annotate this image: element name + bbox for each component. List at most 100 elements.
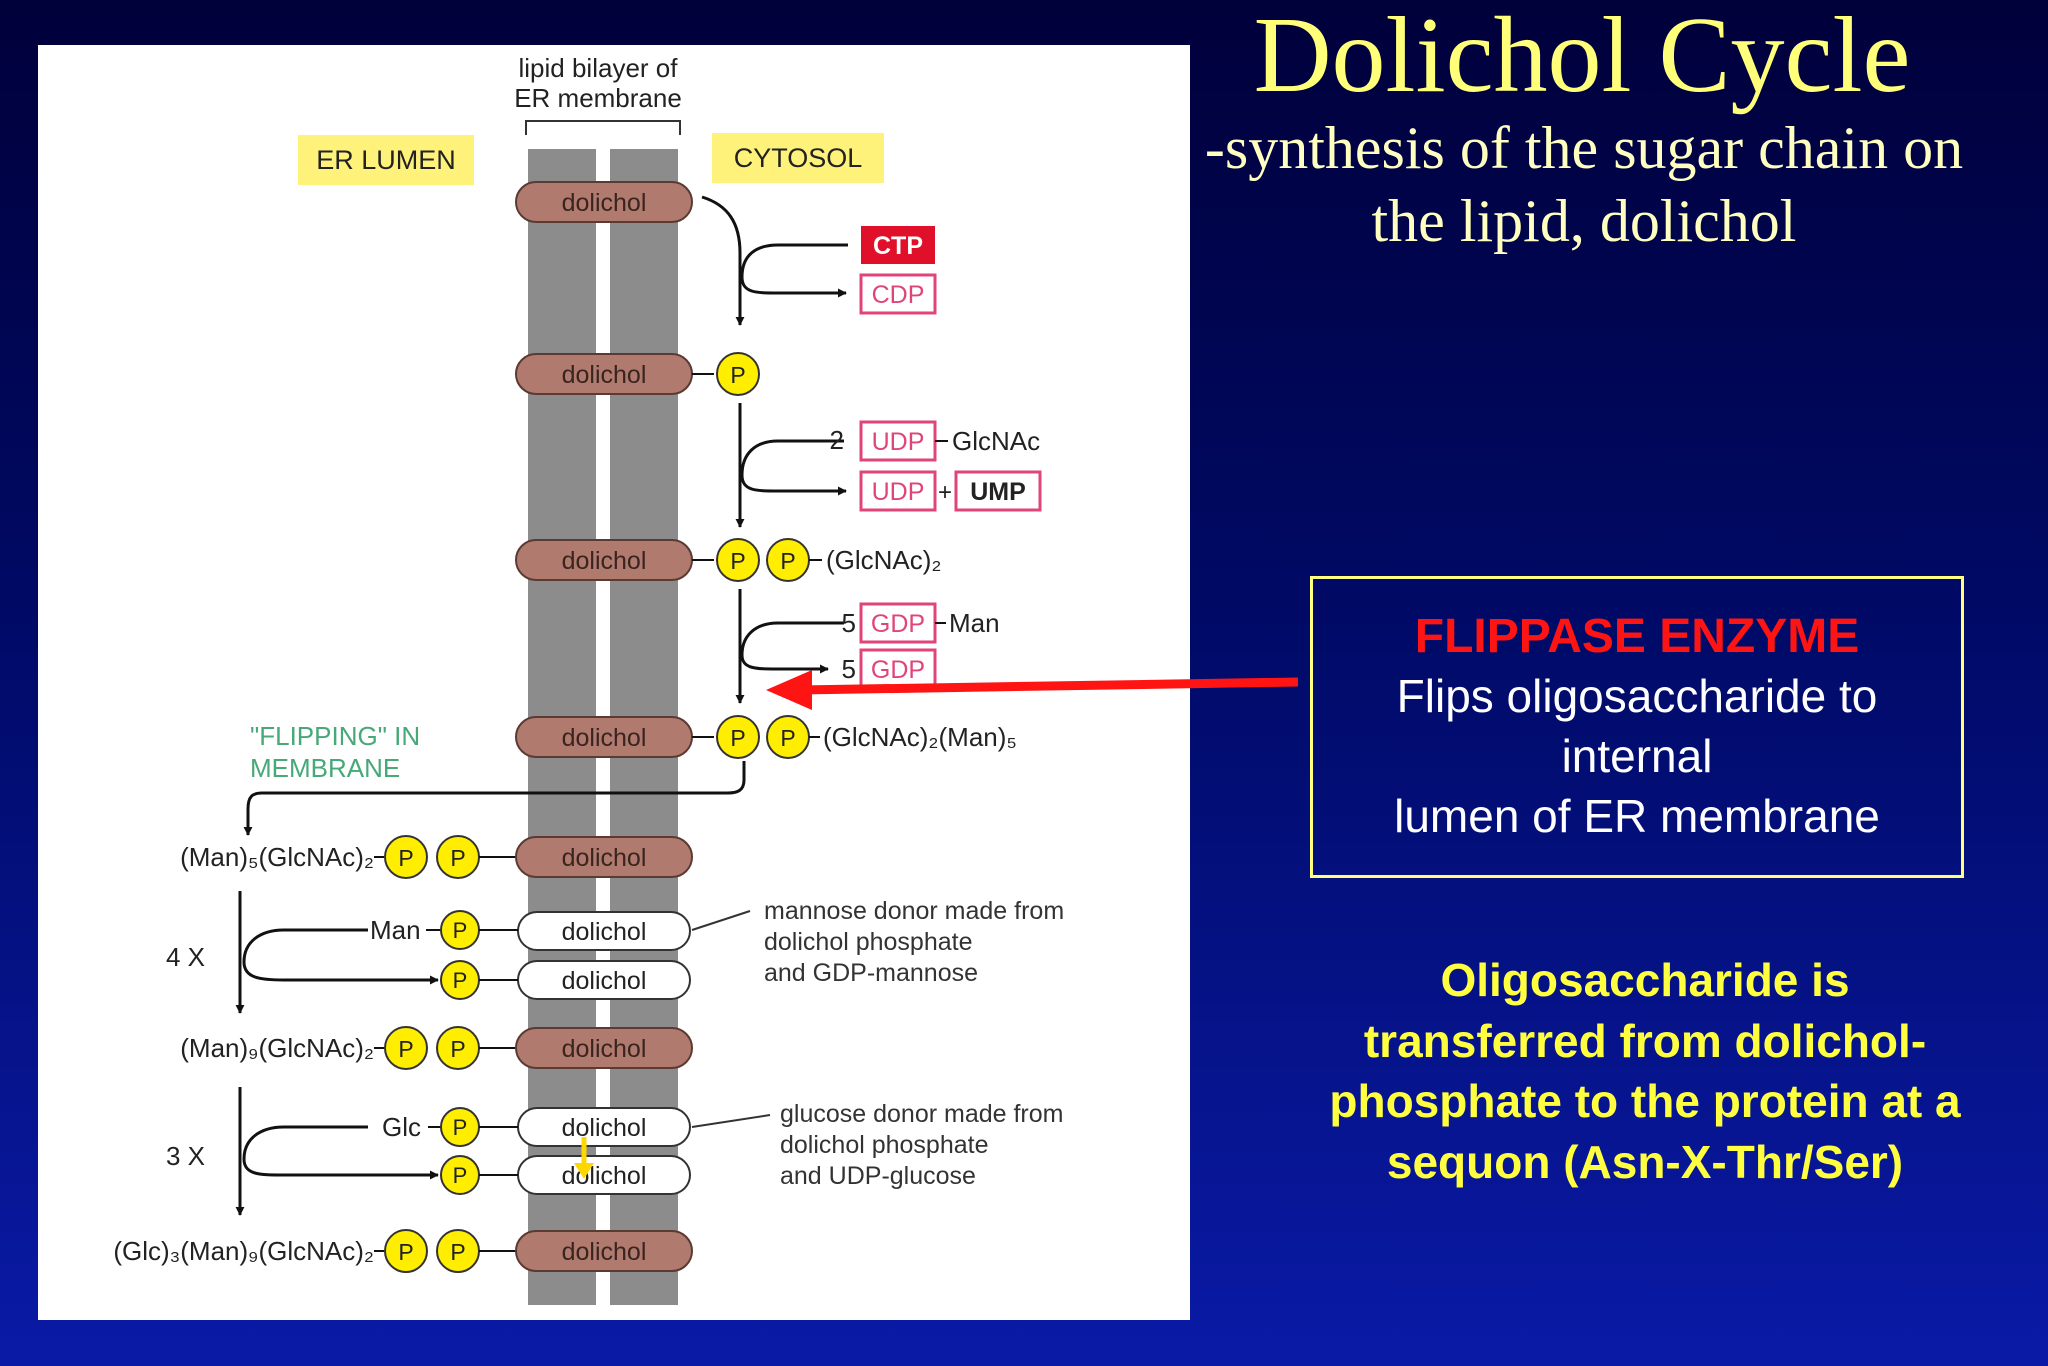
reaction-arrow-branch	[740, 439, 847, 496]
ctp-label: CTP	[873, 232, 923, 260]
phosphate-circle	[716, 538, 760, 582]
coefficient: 5	[842, 654, 856, 684]
product-label: (GlcNAc)₂(Man)₅	[823, 722, 1017, 752]
membrane-label: ER membrane	[514, 83, 682, 113]
man-label: Man	[370, 915, 421, 945]
oligosaccharide-note: Oligosaccharide is transferred from doli…	[1270, 950, 2020, 1193]
phosphate-label: P	[450, 1036, 465, 1062]
lumen-product-label: (Man)₉(GlcNAc)₂	[180, 1033, 374, 1063]
dolichol-label: dolichol	[562, 724, 647, 752]
membrane-label: lipid bilayer of	[519, 53, 679, 83]
annotation-leader	[691, 1114, 771, 1128]
cdp-label: CDP	[872, 281, 925, 309]
subtitle-line: the lipid, dolichol	[1371, 188, 1797, 255]
phosphate-label: P	[453, 1115, 468, 1140]
er-lumen-label-bg	[298, 135, 474, 185]
phosphate-label: P	[450, 1239, 465, 1265]
coefficient: 2	[830, 425, 844, 455]
flippase-line: lumen of ER membrane	[1394, 790, 1880, 843]
lumen-product-label: (Man)₅(GlcNAc)₂	[180, 842, 374, 872]
phosphate-circle	[384, 835, 428, 879]
glucose-note: and UDP-glucose	[780, 1162, 976, 1190]
reaction-arrow-main	[701, 195, 745, 326]
oligo-line: transferred from dolichol-	[1363, 1014, 1927, 1067]
phosphate-label: P	[453, 1163, 468, 1188]
phosphate-label: P	[450, 845, 465, 871]
cdp-box	[859, 273, 937, 315]
dolichol-label: dolichol	[562, 1162, 647, 1190]
dolichol-cycle-diagram: lipid bilayer of ER membrane ER LUMEN CY…	[113, 53, 1064, 1305]
slide-subtitle: -synthesis of the sugar chain on the lip…	[1170, 112, 1998, 258]
membrane-bracket	[525, 120, 681, 135]
phosphate-label: P	[398, 1239, 413, 1265]
phosphate-label: P	[398, 1036, 413, 1062]
dolichol-label: dolichol	[562, 547, 647, 575]
phosphate-label: P	[780, 548, 795, 574]
phosphate-label: P	[398, 845, 413, 871]
dolichol-label: dolichol	[562, 1238, 647, 1266]
reaction-arrow-branch	[740, 621, 844, 674]
flippase-arrow-shaft	[799, 677, 1299, 695]
flippase-line: Flips oligosaccharide to	[1396, 669, 1878, 722]
phosphate-label: P	[730, 362, 745, 388]
phosphate-circle	[716, 352, 760, 396]
gdp-label: GDP	[871, 610, 925, 638]
flippase-callout: FLIPPASE ENZYME Flips oligosaccharide to…	[1310, 576, 1964, 878]
udp-label: UDP	[872, 428, 925, 456]
dolichol-label: dolichol	[562, 1114, 647, 1142]
dolichol-label: dolichol	[562, 1035, 647, 1063]
cytosol-label: CYTOSOL	[734, 143, 863, 173]
slide-title: Dolichol Cycle	[1253, 0, 1911, 115]
dolichol-pill	[515, 181, 693, 223]
phosphate-label: P	[780, 725, 795, 751]
oligo-line: phosphate to the protein at a	[1329, 1075, 1961, 1128]
dolichol-pill	[515, 1230, 693, 1272]
phosphate-circle	[384, 1026, 428, 1070]
dolichol-label: dolichol	[562, 918, 647, 946]
mannose-note: and GDP-mannose	[764, 959, 978, 987]
subtitle-line: -synthesis of the sugar chain on	[1204, 115, 1964, 181]
flippase-line: internal	[1561, 729, 1713, 782]
flipping-arrow	[243, 761, 746, 836]
phosphate-circle	[716, 715, 760, 759]
plus-sign: +	[938, 479, 952, 506]
repeat-label: 4 X	[166, 942, 205, 972]
dolichol-label: dolichol	[562, 361, 647, 389]
udp-box	[859, 470, 937, 512]
gdp-box	[859, 648, 937, 690]
ump-box	[954, 470, 1042, 512]
phosphate-label: P	[730, 725, 745, 751]
phosphate-label: P	[453, 968, 468, 993]
product-label: (GlcNAc)₂	[826, 545, 942, 575]
phosphate-circle	[384, 1229, 428, 1273]
mannose-note: dolichol phosphate	[764, 928, 973, 956]
flipping-label: MEMBRANE	[250, 753, 400, 783]
gdp-label: GDP	[871, 656, 925, 684]
glucose-note: dolichol phosphate	[780, 1131, 989, 1159]
er-lumen-label: ER LUMEN	[316, 145, 456, 175]
flippase-arrow-head	[766, 670, 812, 710]
udp-label: UDP	[872, 478, 925, 506]
phosphate-label: P	[453, 918, 468, 943]
reaction-arrow-branch	[740, 243, 848, 298]
dolichol-pill	[515, 836, 693, 878]
dolichol-label: dolichol	[562, 967, 647, 995]
glc-label: Glc	[382, 1112, 421, 1142]
annotation-leader	[691, 910, 751, 931]
cytosol-label-bg	[712, 133, 884, 183]
phosphate-label: P	[730, 548, 745, 574]
dolichol-label: dolichol	[562, 189, 647, 217]
oligo-line: sequon (Asn-X-Thr/Ser)	[1386, 1136, 1904, 1189]
coefficient: 5	[842, 608, 856, 638]
ctp-box	[861, 226, 935, 264]
oligo-line: Oligosaccharide is	[1440, 954, 1850, 1006]
dolichol-label: dolichol	[562, 844, 647, 872]
reaction-arrow-branch	[242, 1125, 439, 1180]
flippase-heading: FLIPPASE ENZYME	[1414, 610, 1860, 663]
lumen-product-label: (Glc)₃(Man)₉(GlcNAc)₂	[113, 1236, 374, 1266]
man-label: Man	[949, 608, 1000, 638]
reaction-arrow-branch	[242, 928, 439, 985]
mannose-note: mannose donor made from	[764, 897, 1064, 925]
repeat-label: 3 X	[166, 1141, 205, 1171]
